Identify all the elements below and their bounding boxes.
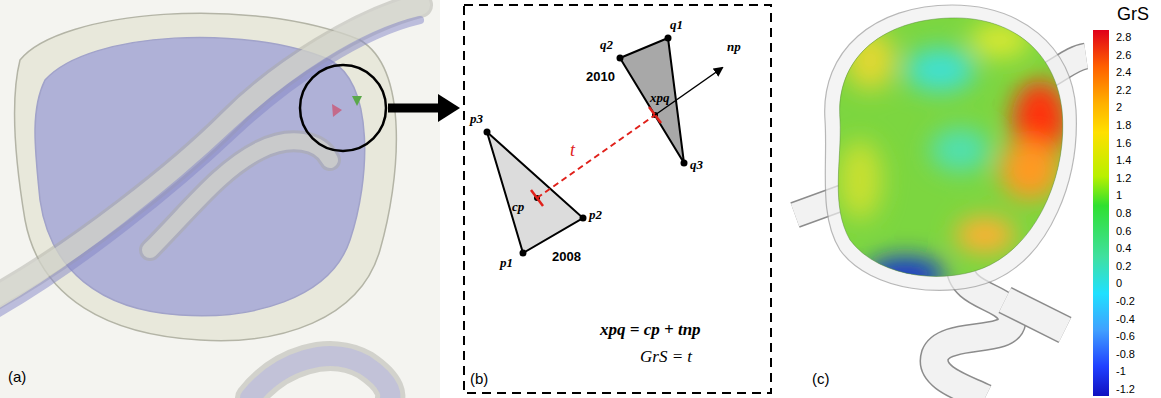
aneurysm-render-a [0,0,460,398]
point-label: cp [512,200,524,215]
tick-label: 1 [1116,189,1122,202]
tick-label: -0.4 [1116,313,1135,326]
vertex-label: q1 [670,18,683,33]
point-label: xpq [650,91,670,106]
tick-label: 1.6 [1116,137,1131,150]
tick-label: -1 [1116,365,1126,378]
vertex-label: q3 [690,158,703,173]
vertex-label: p1 [500,256,513,271]
projection-sketch [464,5,771,393]
tick-label: -0.8 [1116,348,1135,361]
panel-letter: (c) [812,370,830,387]
tick-label: 1.2 [1116,172,1131,185]
tick-label: 0 [1116,277,1122,290]
panel-letter: (a) [8,368,26,385]
tick-label: 0.2 [1116,260,1131,273]
tick-label: 2.8 [1116,31,1131,44]
tick-label: -0.2 [1116,295,1135,308]
vertex-label: p3 [470,112,483,127]
distance-label: t [570,140,575,161]
tick-label: 1.8 [1116,119,1131,132]
tick-label: 0.6 [1116,225,1131,238]
colorbar-title: GrS [1117,4,1149,25]
equation: GrS = t [640,347,692,367]
tick-label: -1.2 [1116,383,1135,396]
aneurysm-growth-map [795,5,1109,398]
tick-label: 0.4 [1116,242,1131,255]
tick-label: 2 [1116,101,1122,114]
colorbar [1093,30,1109,396]
tick-label: -0.6 [1116,330,1135,343]
tick-label: 2.2 [1116,84,1131,97]
year-label: 2008 [552,250,581,265]
vertex-label: q2 [600,38,613,53]
panel-letter: (b) [470,370,488,387]
tick-label: 0.8 [1116,207,1131,220]
tick-label: 2.6 [1116,49,1131,62]
vector-label: np [727,40,741,55]
tick-label: 2.4 [1116,66,1131,79]
year-label: 2010 [586,70,615,85]
tick-label: 1.4 [1116,154,1131,167]
equation: xpq = cp + tnp [600,320,701,340]
vertex-label: p2 [589,208,602,223]
